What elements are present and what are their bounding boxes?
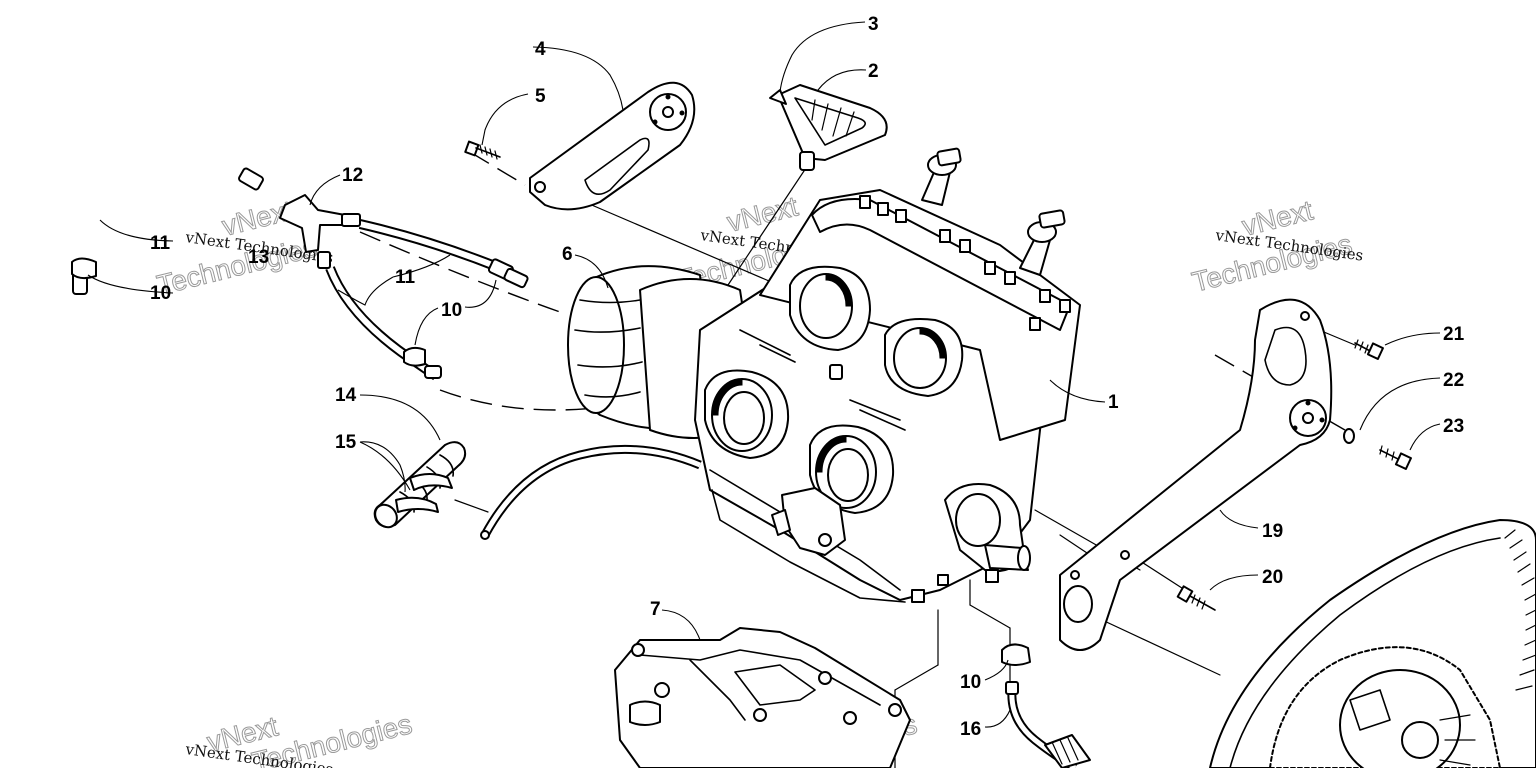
callout-10b: 10 <box>441 300 462 321</box>
callout-4: 4 <box>535 39 546 60</box>
callout-7: 7 <box>650 599 661 620</box>
oil-hoses <box>71 152 529 381</box>
head-bolts <box>859 195 1071 331</box>
watermark-right: vNext Technologies vNext Technologies <box>1188 194 1364 298</box>
callout-19: 19 <box>1262 521 1283 542</box>
callout-5: 5 <box>535 86 546 107</box>
mount-plate-part-19 <box>1059 298 1333 651</box>
callout-16: 16 <box>960 719 981 740</box>
hose-part-14 <box>373 441 467 529</box>
engine-part-1 <box>694 147 1081 603</box>
callout-labels: 3 2 4 5 12 11 13 6 11 10 10 14 15 1 21 2… <box>150 14 1465 740</box>
bolt-part-21 <box>1354 339 1384 360</box>
lift-handle-part-2 <box>769 84 888 171</box>
callout-12: 12 <box>342 165 363 186</box>
callout-20: 20 <box>1262 567 1283 588</box>
callout-11a: 11 <box>150 233 171 254</box>
oil-pump <box>771 487 846 556</box>
callout-15: 15 <box>335 432 357 453</box>
intake-ports <box>704 369 895 514</box>
exhaust-ports <box>789 265 964 397</box>
bracket-part-4 <box>529 81 696 211</box>
callout-14: 14 <box>335 385 357 406</box>
bolt-part-23 <box>1379 445 1412 470</box>
bolt-part-5 <box>464 140 501 160</box>
callout-11b: 11 <box>395 267 416 288</box>
crankshaft-pto <box>944 483 1031 573</box>
spark-plug-caps <box>921 147 1066 276</box>
leader-lines <box>87 21 1441 728</box>
bolt-part-20 <box>1176 585 1216 611</box>
intake-studs <box>739 329 906 431</box>
callout-13: 13 <box>248 247 269 268</box>
callout-2: 2 <box>868 61 879 82</box>
callout-1: 1 <box>1108 392 1119 413</box>
callout-23: 23 <box>1443 416 1464 437</box>
callout-22: 22 <box>1443 370 1464 391</box>
callout-21: 21 <box>1443 324 1465 345</box>
engine-mount-part-7 <box>614 627 911 768</box>
callout-10c: 10 <box>960 672 981 693</box>
watermark-bottom-left: vNext Technologies vNext Technologies <box>183 708 415 768</box>
breather-hose <box>480 444 702 540</box>
washer-part-22 <box>1343 428 1355 444</box>
callout-6: 6 <box>562 244 573 265</box>
hose-part-16 <box>1001 643 1091 768</box>
callout-3: 3 <box>868 14 879 35</box>
callout-10a: 10 <box>150 283 171 304</box>
drive-clutch <box>1269 646 1501 768</box>
